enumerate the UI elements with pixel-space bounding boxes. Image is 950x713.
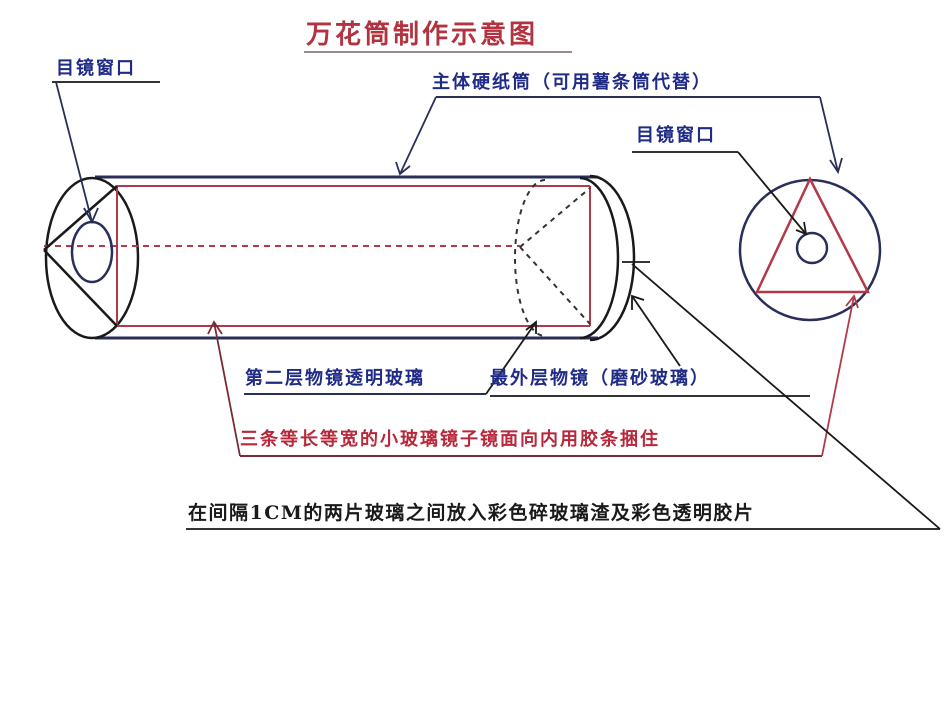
end-view-triangle: [755, 176, 871, 294]
label-outer-lens: 最外层物镜（磨砂玻璃）: [490, 368, 710, 389]
eye-hole-right: [795, 231, 829, 265]
leader-lines: [55, 81, 941, 530]
label-mirrors: 三条等长等宽的小玻璃镜子镜面向内用胶条捆住: [240, 429, 660, 450]
main-tube: [44, 174, 636, 342]
diagram-title: 万花筒制作示意图: [306, 20, 539, 50]
second-lens-shape: [514, 179, 591, 337]
label-glass-chips: 在间隔1CM的两片玻璃之间放入彩色碎玻璃渣及彩色透明胶片: [188, 502, 755, 524]
end-view-circle: [738, 178, 882, 322]
tube-right-end: [579, 176, 620, 340]
tube-left-end: [44, 176, 140, 340]
label-eyepiece-right: 目镜窗口: [636, 125, 716, 146]
end-view: [738, 176, 882, 322]
mirror-prism: [44, 185, 591, 327]
outer-lens-rim: [589, 174, 636, 342]
label-second-lens: 第二层物镜透明玻璃: [245, 368, 425, 389]
eye-hole-left: [70, 220, 114, 284]
label-main-tube: 主体硬纸筒（可用薯条筒代替）: [432, 72, 712, 93]
label-eyepiece-left: 目镜窗口: [56, 58, 136, 79]
